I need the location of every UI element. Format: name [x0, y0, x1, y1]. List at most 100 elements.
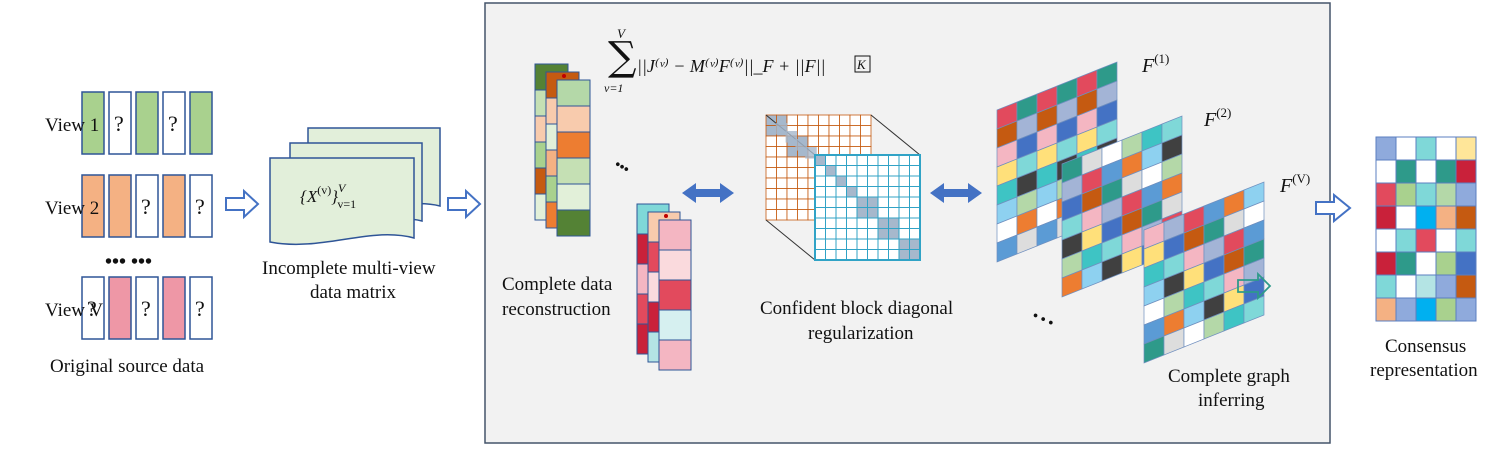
- svg-text:∑: ∑: [608, 34, 637, 80]
- cube-back-cell: [839, 114, 851, 126]
- view-cell: [189, 276, 213, 340]
- cube-front-cell: [909, 207, 921, 219]
- cube-back-cell: [786, 156, 798, 168]
- graph-label-v: F(V): [1279, 171, 1310, 197]
- original-source-caption: Original source data: [50, 356, 205, 377]
- cube-back-cell: [786, 209, 798, 221]
- cube-front-cell: [846, 186, 858, 198]
- cube-front-cell: [888, 175, 900, 187]
- graph-label-1: F(1): [1141, 51, 1169, 77]
- consensus-cell: [1455, 297, 1477, 322]
- inner-arrow: [1237, 271, 1272, 301]
- cube-front-cell: [888, 249, 900, 261]
- reconstruction-caption-line1: Complete data: [502, 274, 613, 295]
- cube-front-cell: [867, 196, 879, 208]
- consensus-cell: [1395, 297, 1417, 322]
- cube-back-cell: [776, 167, 788, 179]
- cube-back-cell: [797, 125, 809, 137]
- consensus-cell: [1435, 274, 1457, 299]
- stack-cell: [556, 209, 591, 237]
- consensus-cell: [1375, 297, 1397, 322]
- cube-front-cell: [888, 154, 900, 166]
- cube-edge: [870, 114, 921, 156]
- cube-back-cell: [765, 188, 777, 200]
- consensus-cell: [1455, 136, 1477, 161]
- consensus-cell: [1435, 136, 1457, 161]
- view-cell: [189, 91, 213, 155]
- cube-front-cell: [835, 165, 847, 177]
- cube-back-cell: [797, 177, 809, 189]
- consensus-cell: [1415, 251, 1437, 276]
- consensus-cell: [1395, 251, 1417, 276]
- cube-front-cell: [846, 175, 858, 187]
- consensus-cell: [1395, 228, 1417, 253]
- view-cell: [162, 91, 186, 155]
- stack-cell: [658, 219, 692, 251]
- consensus-cell: [1455, 274, 1477, 299]
- cube-front-cell: [814, 207, 826, 219]
- view-cell: [135, 91, 159, 155]
- cube-front-cell: [856, 175, 868, 187]
- cube-back-cell: [839, 135, 851, 147]
- missing-mark: ?: [195, 194, 205, 219]
- stack-cell: [556, 183, 591, 211]
- consensus-cell: [1415, 159, 1437, 184]
- cube-back-cell: [828, 135, 840, 147]
- cube-front-cell: [898, 217, 910, 229]
- consensus-matrix: [1375, 136, 1477, 322]
- cube-front-cell: [825, 165, 837, 177]
- cube-back-cell: [797, 188, 809, 200]
- cube-back-cell: [765, 135, 777, 147]
- missing-mark: ?: [87, 296, 97, 321]
- cube-front-cell: [825, 228, 837, 240]
- cube-back-cell: [765, 146, 777, 158]
- flow-arrow-3: [1315, 192, 1352, 224]
- cube-back-cell: [776, 188, 788, 200]
- cube-front-cell: [877, 196, 889, 208]
- cube-front-cell: [814, 217, 826, 229]
- cube-back-cell: [776, 209, 788, 221]
- cube-front-cell: [877, 175, 889, 187]
- cube-front-cell: [867, 186, 879, 198]
- cube-front-cell: [846, 228, 858, 240]
- cube-front-cell: [825, 186, 837, 198]
- missing-mark: ?: [114, 111, 124, 136]
- cube-front-cell: [877, 228, 889, 240]
- view-cell: [108, 91, 132, 155]
- cube-front-cell: [888, 238, 900, 250]
- cube-back-cell: [860, 125, 872, 137]
- consensus-cell: [1375, 136, 1397, 161]
- graph-matrices: [996, 61, 1265, 364]
- cube-front-cell: [909, 186, 921, 198]
- consensus-cell: [1375, 274, 1397, 299]
- cube-front-cell: [867, 238, 879, 250]
- cube-front-cell: [835, 249, 847, 261]
- consensus-cell: [1375, 251, 1397, 276]
- consensus-cell: [1375, 205, 1397, 230]
- cube-front-cell: [888, 207, 900, 219]
- cube-front-cell: [825, 175, 837, 187]
- stack-cell: [556, 131, 591, 159]
- cube-front-cell: [846, 165, 858, 177]
- cube-front-cell: [846, 196, 858, 208]
- cube-back-cell: [776, 156, 788, 168]
- cube-front-cell: [814, 249, 826, 261]
- cube-front-cell: [825, 217, 837, 229]
- reconstruction-stack-a: [534, 63, 591, 237]
- data-matrix-caption-line2: data matrix: [310, 282, 396, 303]
- svg-text:V: V: [617, 26, 627, 41]
- cube-front-cell: [814, 238, 826, 250]
- missing-mark: ?: [195, 296, 205, 321]
- graph-label-2: F(2): [1203, 105, 1231, 131]
- cube-back-cell: [818, 114, 830, 126]
- cube-back-cell: [786, 188, 798, 200]
- consensus-cell: [1435, 159, 1457, 184]
- cube-front-cell: [888, 196, 900, 208]
- consensus-cell: [1375, 228, 1397, 253]
- block-diagonal-caption-line1: Confident block diagonal: [760, 298, 953, 319]
- consensus-cell: [1455, 159, 1477, 184]
- consensus-cell: [1415, 297, 1437, 322]
- cube-back-cell: [797, 114, 809, 126]
- consensus-cell: [1395, 159, 1417, 184]
- original-source-views: ???????: [81, 91, 213, 340]
